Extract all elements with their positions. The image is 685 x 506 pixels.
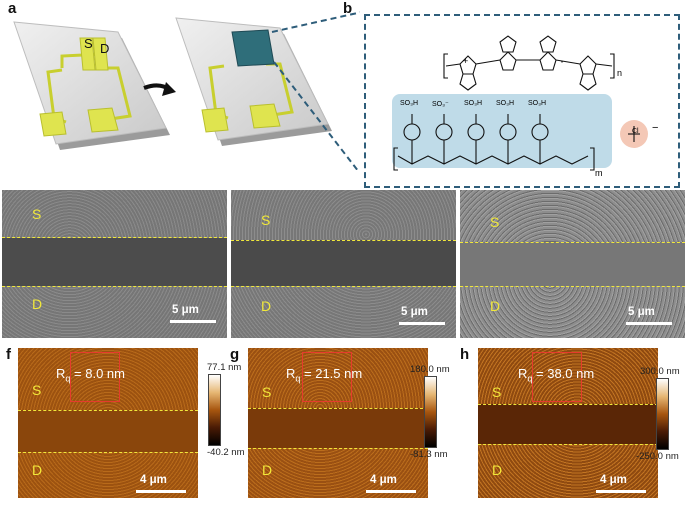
scale-label: 5 μm xyxy=(172,304,199,316)
scale-bar xyxy=(170,320,216,323)
label-s: S xyxy=(262,384,272,400)
pss-so3minus: SO₃⁻ xyxy=(432,101,449,108)
rq-label: Rq = 8.0 nm xyxy=(56,366,125,384)
pss-so3h-1: SO₃H xyxy=(400,100,419,107)
label-d: D xyxy=(32,296,43,312)
perchlorate-cl: Cl xyxy=(632,128,639,135)
scale-bar xyxy=(366,490,416,493)
device-label-s: S xyxy=(84,36,93,51)
scale-bar xyxy=(626,322,672,325)
colorbar-max: 180.0 nm xyxy=(410,364,450,375)
pss-so3h-2: SO₃H xyxy=(464,100,483,107)
label-d: D xyxy=(262,462,273,478)
pss-so3h-3: SO₃H xyxy=(496,100,515,107)
label-s: S xyxy=(32,206,42,222)
chem-structure-frame xyxy=(364,14,680,188)
colorbar-max: 77.1 nm xyxy=(207,362,242,373)
scale-label: 5 μm xyxy=(401,306,428,318)
scale-label: 5 μm xyxy=(628,306,655,318)
pss-so3h-4: SO₃H xyxy=(528,100,547,107)
scale-label: 4 μm xyxy=(370,474,397,486)
afm-image-h: Rq = 38.0 nm S D 4 μm xyxy=(478,348,658,498)
panel-label-f: f xyxy=(6,346,11,363)
label-s: S xyxy=(261,212,271,228)
colorbar-min: -81.3 nm xyxy=(410,449,448,460)
colorbar-min: -250.0 nm xyxy=(636,451,679,462)
scale-bar xyxy=(136,490,186,493)
channel-gap xyxy=(460,242,685,286)
pedot-pss-structure xyxy=(392,35,648,171)
channel-gap xyxy=(2,238,227,286)
label-s: S xyxy=(492,384,502,400)
colorbar-max: 300.0 nm xyxy=(640,366,680,377)
scale-label: 4 μm xyxy=(140,474,167,486)
roi-box xyxy=(70,352,120,402)
scale-bar xyxy=(399,322,445,325)
label-d: D xyxy=(490,298,501,314)
scale-label: 4 μm xyxy=(600,474,627,486)
sem-image-d: S D 5 μm xyxy=(231,190,456,338)
roi-box xyxy=(302,352,352,402)
label-d: D xyxy=(32,462,43,478)
perchlorate-minus: − xyxy=(652,122,659,134)
substrate-right xyxy=(175,17,332,146)
colorbar-f xyxy=(208,374,221,446)
pedot-radical: · xyxy=(560,54,564,68)
roi-box xyxy=(532,352,582,402)
panel-label-h: h xyxy=(460,346,470,363)
pss-m: m xyxy=(595,168,603,178)
afm-image-f: Rq = 8.0 nm S D 4 μm xyxy=(18,348,198,498)
sem-image-c: S D 5 μm xyxy=(2,190,227,338)
sem-image-e: S D 5 μm xyxy=(460,190,685,338)
channel-gap xyxy=(478,404,658,444)
panel-label-b: b xyxy=(343,0,353,17)
label-s: S xyxy=(32,382,42,398)
scale-bar xyxy=(596,490,646,493)
channel-gap xyxy=(248,408,428,448)
channel-gap xyxy=(18,410,198,452)
substrate-left xyxy=(13,21,170,150)
colorbar-g xyxy=(424,376,437,448)
panel-label-a: a xyxy=(8,0,17,17)
colorbar-h xyxy=(656,378,669,450)
rq-label: Rq = 38.0 nm xyxy=(518,366,595,384)
rq-label: Rq = 21.5 nm xyxy=(286,366,363,384)
pedot-n: n xyxy=(617,68,623,78)
device-schematic xyxy=(13,11,360,170)
afm-image-g: Rq = 21.5 nm S D 4 μm xyxy=(248,348,428,498)
colorbar-min: -40.2 nm xyxy=(207,447,245,458)
pedot-plus: + xyxy=(463,56,469,66)
device-label-d: D xyxy=(100,41,110,56)
label-d: D xyxy=(492,462,503,478)
label-s: S xyxy=(490,214,500,230)
label-d: D xyxy=(261,298,272,314)
panel-label-g: g xyxy=(230,346,240,363)
channel-gap xyxy=(231,240,456,286)
